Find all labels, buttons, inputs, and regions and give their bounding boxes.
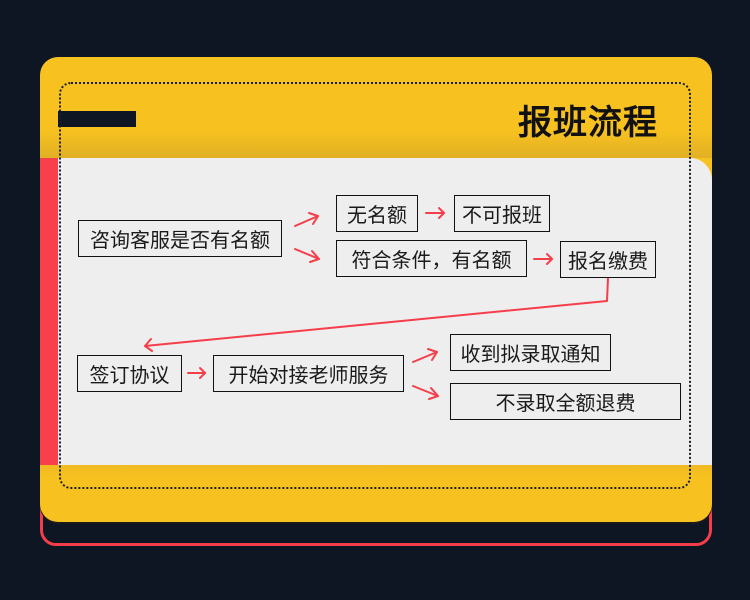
node-label: 无名额: [347, 203, 407, 227]
node-label: 签订协议: [89, 363, 170, 387]
node-label: 收到拟录取通知: [460, 342, 601, 366]
node-refund: 不录取全额退费: [450, 383, 681, 420]
node-cannot-enroll: 不可报班: [454, 195, 550, 232]
node-label: 开始对接老师服务: [228, 363, 389, 387]
red-accent-strip: [40, 158, 58, 465]
node-label: 咨询客服是否有名额: [90, 228, 270, 252]
node-label: 符合条件，有名额: [351, 248, 512, 272]
node-no-quota: 无名额: [336, 195, 418, 232]
page-title: 报班流程: [518, 103, 658, 143]
node-qualified: 符合条件，有名额: [336, 240, 527, 277]
node-consult: 咨询客服是否有名额: [78, 220, 282, 257]
header-shade: [40, 130, 712, 158]
panel-bottom-shade: [40, 465, 712, 477]
node-admission: 收到拟录取通知: [450, 334, 611, 371]
decorative-bar: [58, 111, 136, 127]
node-label: 不可报班: [462, 203, 542, 227]
node-label: 报名缴费: [568, 249, 648, 273]
node-label: 不录取全额退费: [495, 391, 636, 415]
node-sign: 签订协议: [77, 355, 182, 392]
node-service: 开始对接老师服务: [213, 355, 404, 392]
node-pay: 报名缴费: [560, 241, 656, 278]
